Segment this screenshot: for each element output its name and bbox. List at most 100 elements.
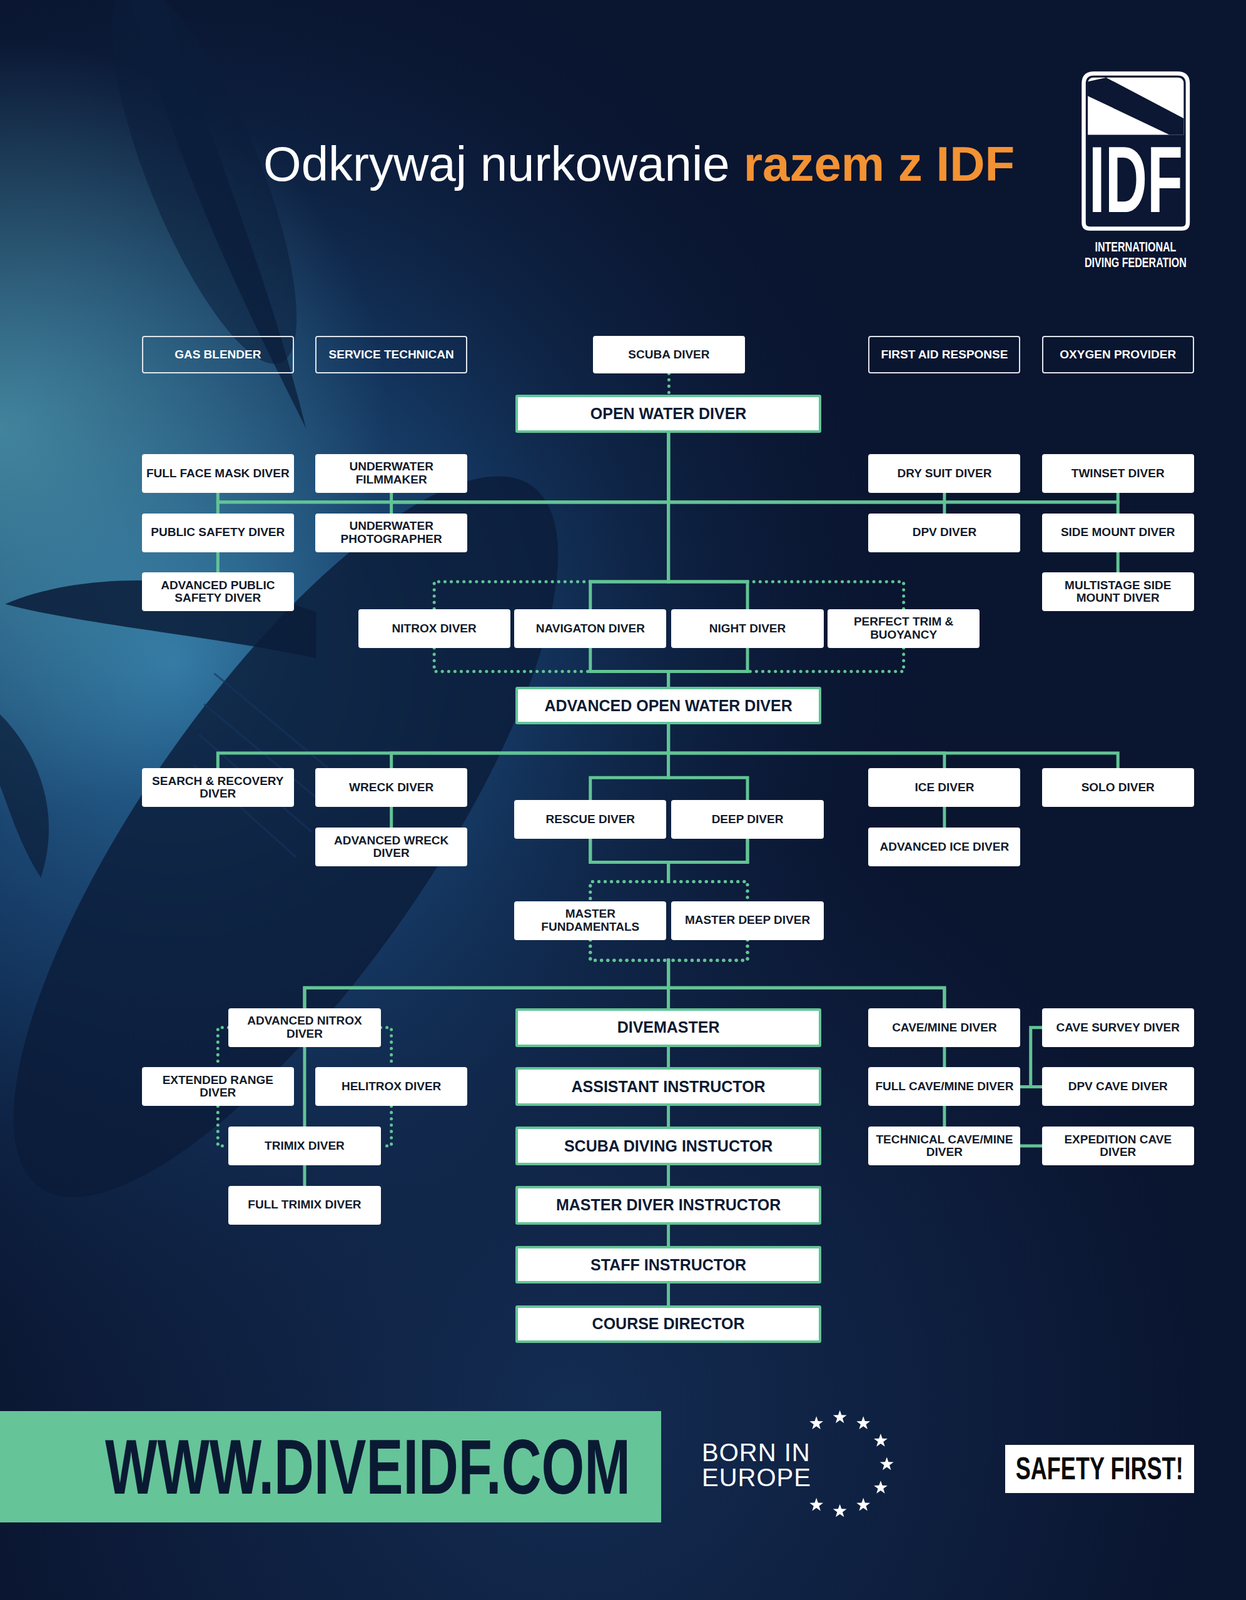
course-box: DRY SUIT DIVER: [868, 454, 1021, 493]
node-text: DPV DIVER: [912, 526, 977, 540]
course-box: MASTER DEEP DIVER: [671, 901, 824, 941]
connector-line: [590, 838, 669, 882]
connector-line: [304, 960, 669, 1009]
connector: [380, 1105, 392, 1146]
course-box: ADVANCED PUBLIC SAFETY DIVER: [141, 572, 294, 612]
website-band: WWW.DIVEIDF.COM: [0, 1411, 662, 1523]
node-text: PERFECT TRIM & BUOYANCY: [831, 615, 976, 642]
connector: [668, 1047, 669, 1068]
course-box: RESCUE DIVER: [514, 800, 667, 839]
dive-flag-stripe: [1087, 77, 1184, 135]
connector-line: [590, 881, 669, 902]
node-text: SEARCH & RECOVERY DIVER: [145, 774, 291, 801]
dive-flag: [1087, 77, 1184, 135]
connector: [668, 373, 670, 395]
connector-line: [217, 724, 669, 769]
node-text: ADVANCED ICE DIVER: [880, 840, 1010, 854]
connector-line: [302, 1165, 306, 1186]
node-text: SCUBA DIVER: [628, 348, 710, 362]
page-title: Odkrywaj nurkowanie: [263, 138, 730, 189]
connector-line: [302, 1047, 306, 1127]
connector-line: [668, 432, 748, 610]
eu-star: [833, 1410, 847, 1424]
connector: [590, 724, 669, 801]
connector-line: [1020, 1027, 1042, 1088]
course-box: MULTISTAGE SIDE MOUNT DIVER: [1042, 572, 1195, 612]
course-box: DEEP DIVER: [671, 800, 824, 839]
node-text: NIGHT DIVER: [709, 622, 786, 636]
course-box: PUBLIC SAFETY DIVER: [141, 513, 294, 553]
connector: [943, 806, 945, 828]
connector-line: [590, 432, 669, 610]
connector: [668, 1283, 669, 1305]
connector-line: [666, 1047, 670, 1068]
connector-line: [216, 552, 220, 573]
connector-line: [590, 671, 669, 687]
main-course-box: STAFF INSTRUCTOR: [515, 1246, 822, 1284]
connector-line: [668, 724, 1119, 769]
connector-line: [590, 940, 669, 961]
connector: [668, 648, 904, 687]
connector-line: [747, 648, 904, 672]
connector: [434, 432, 669, 610]
node-text: DPV CAVE DIVER: [1068, 1080, 1168, 1094]
connector-line: [668, 648, 748, 687]
node-text: COURSE DIRECTOR: [592, 1315, 745, 1333]
node-text: FULL CAVE/MINE DIVER: [875, 1080, 1014, 1094]
connector-line: [668, 724, 945, 769]
connector-line: [668, 940, 748, 961]
connector: [303, 1047, 305, 1127]
connector-line: [590, 724, 669, 801]
shield-body: [1083, 73, 1188, 229]
node-text: WWW.DIVEIDF.COM: [105, 1428, 631, 1506]
connector: [1020, 1027, 1042, 1088]
course-box: ICE DIVER: [868, 768, 1021, 807]
node-text: SAFETY FIRST!: [1015, 1453, 1184, 1485]
main-course-box: MASTER DIVER INSTRUCTOR: [515, 1185, 822, 1225]
connector: [590, 432, 669, 610]
node-text: CAVE SURVEY DIVER: [1056, 1021, 1180, 1035]
eu-star: [809, 1498, 824, 1512]
connector-line: [391, 724, 669, 769]
node-text: MASTER FUNDAMENTALS: [517, 907, 663, 934]
course-box: NAVIGATON DIVER: [514, 609, 667, 649]
node-text: SCUBA DIVING INSTUCTOR: [564, 1137, 773, 1155]
course-box: CAVE SURVEY DIVER: [1042, 1008, 1195, 1048]
course-box: EXTENDED RANGE DIVER: [141, 1067, 294, 1106]
course-box: UNDERWATER PHOTOGRAPHER: [315, 513, 468, 553]
whale-fin: [0, 714, 49, 878]
eu-star: [880, 1457, 894, 1471]
node-text: MULTISTAGE SIDE MOUNT DIVER: [1045, 579, 1191, 605]
connector-line: [666, 1224, 670, 1246]
node-text: PUBLIC SAFETY DIVER: [150, 526, 285, 540]
course-box: FULL TRIMIX DIVER: [228, 1185, 381, 1225]
connector-line: [942, 1047, 946, 1068]
connector: [668, 724, 1119, 769]
connector-line: [667, 373, 671, 395]
main-course-box: ADVANCED OPEN WATER DIVER: [515, 686, 822, 725]
connector-line: [590, 940, 669, 961]
connector: [668, 940, 748, 1009]
eu-star: [833, 1504, 847, 1518]
connector-line: [668, 881, 748, 902]
main-course-box: SCUBA DIVING INSTUCTOR: [515, 1126, 822, 1166]
connector-line: [590, 940, 669, 961]
node-text: SOLO DIVER: [1081, 781, 1155, 795]
connector-line: [590, 648, 669, 687]
connector-line: [590, 838, 669, 882]
connector-line: [380, 1105, 392, 1146]
node-text: EXPEDITION CAVE DIVER: [1045, 1133, 1191, 1160]
node-text: UNDERWATER FILMMAKER: [319, 460, 464, 487]
logo-shield: IDF: [1079, 69, 1192, 233]
course-box: PERFECT TRIM & BUOYANCY: [827, 609, 980, 649]
connector-line: [942, 806, 946, 828]
node-text: UNDERWATER PHOTOGRAPHER: [319, 519, 464, 546]
node-text: TWINSET DIVER: [1071, 467, 1165, 481]
connector-line: [380, 1027, 392, 1068]
eu-star: [873, 1480, 888, 1494]
connector-line: [666, 1105, 670, 1127]
connector: [668, 1105, 669, 1127]
course-box: FULL CAVE/MINE DIVER: [868, 1067, 1021, 1106]
eu-star: [856, 1416, 871, 1430]
node-text: DEEP DIVER: [711, 813, 784, 827]
